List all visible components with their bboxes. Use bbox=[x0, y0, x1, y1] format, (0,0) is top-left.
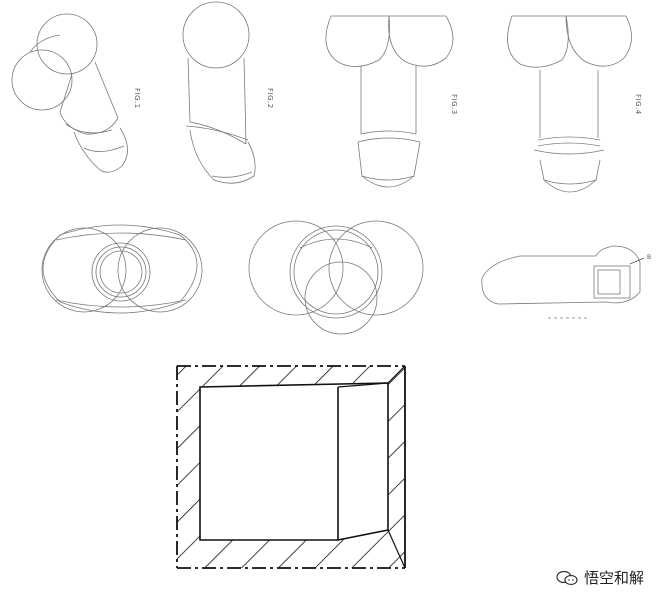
chat-bubbles-icon bbox=[556, 570, 578, 585]
top-view-drawing bbox=[41, 224, 203, 314]
watermark: 悟空和解 bbox=[556, 567, 644, 588]
fig-4-label: FIG.4 bbox=[634, 94, 642, 115]
figure-2-drawing bbox=[182, 1, 256, 184]
figure-1-drawing bbox=[11, 13, 128, 173]
section-view-drawing bbox=[481, 245, 645, 319]
figure-4-drawing bbox=[507, 15, 632, 193]
figure-3-drawing bbox=[325, 15, 454, 188]
fig-3-label: FIG.3 bbox=[450, 94, 458, 115]
fig-2-label: FIG.2 bbox=[266, 88, 274, 109]
bottom-view-drawing bbox=[248, 220, 424, 335]
section-callout-label: B bbox=[647, 254, 651, 261]
fig-1-label: FIG.1 bbox=[133, 88, 141, 109]
watermark-text: 悟空和解 bbox=[584, 569, 645, 587]
enlarged-section-drawing bbox=[176, 365, 406, 569]
